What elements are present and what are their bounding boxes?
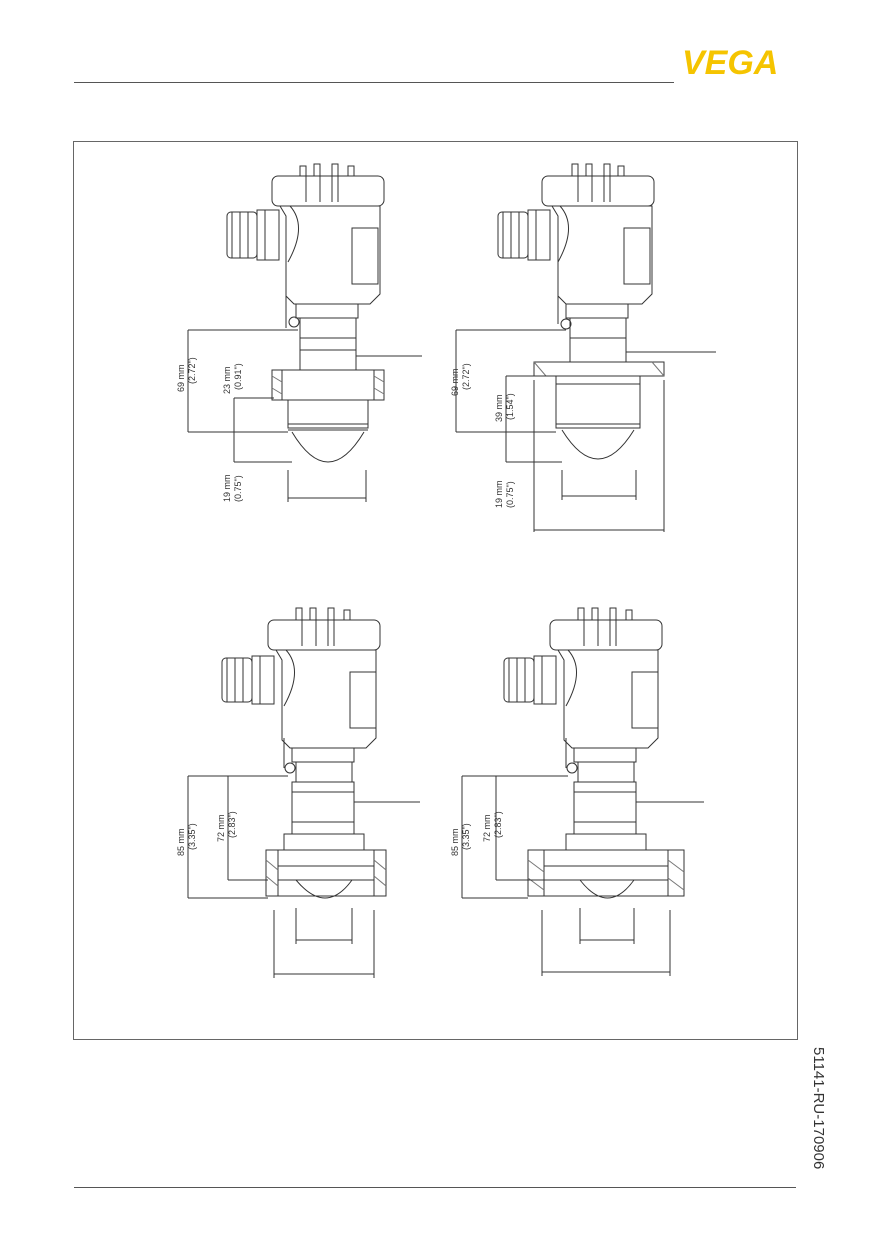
svg-text:(2.83"): (2.83") xyxy=(227,811,237,838)
svg-text:(2.72"): (2.72") xyxy=(187,357,197,384)
svg-text:72 mm: 72 mm xyxy=(482,814,492,842)
svg-text:(3.35"): (3.35") xyxy=(187,823,197,850)
svg-text:(0.91"): (0.91") xyxy=(233,363,243,390)
svg-text:69 mm: 69 mm xyxy=(450,368,460,396)
dim-labels-top-right: 69 mm (2.72") 39 mm (1.54") 19 mm (0.75"… xyxy=(450,363,515,508)
dim-labels-top-left: 69 mm (2.72") 23 mm (0.91") 19 mm (0.75"… xyxy=(176,357,243,502)
dim-labels-bottom-left: 85 mm (3.35") 72 mm (2.83") xyxy=(176,811,237,856)
header-rule xyxy=(74,82,674,83)
sensor-drawing-top-left xyxy=(187,163,422,502)
drawing-frame xyxy=(73,141,798,1040)
svg-text:72 mm: 72 mm xyxy=(216,814,226,842)
footer-rule xyxy=(74,1187,796,1188)
svg-text:(0.75"): (0.75") xyxy=(505,481,515,508)
svg-text:(3.35"): (3.35") xyxy=(461,823,471,850)
svg-text:19 mm: 19 mm xyxy=(222,474,232,502)
dim-labels-bottom-right: 85 mm (3.35") 72 mm (2.83") xyxy=(450,811,503,856)
vega-logo-text: VEGA xyxy=(682,46,778,78)
svg-text:(2.72"): (2.72") xyxy=(461,363,471,390)
svg-text:69 mm: 69 mm xyxy=(176,364,186,392)
sensor-drawing-top-right xyxy=(455,163,716,532)
svg-text:(2.83"): (2.83") xyxy=(493,811,503,838)
svg-text:(1.54"): (1.54") xyxy=(505,393,515,420)
vega-logo: VEGA xyxy=(682,46,778,78)
document-id: 51141-RU-170906 xyxy=(810,1047,827,1169)
svg-text:19 mm: 19 mm xyxy=(494,480,504,508)
svg-text:23 mm: 23 mm xyxy=(222,366,232,394)
sensor-drawing-bottom-left xyxy=(187,607,420,978)
svg-text:85 mm: 85 mm xyxy=(450,828,460,856)
svg-text:85 mm: 85 mm xyxy=(176,828,186,856)
document-id-text: 51141-RU-170906 xyxy=(810,1047,827,1169)
sensor-drawing-bottom-right xyxy=(461,607,704,976)
svg-text:39 mm: 39 mm xyxy=(494,394,504,422)
svg-text:(0.75"): (0.75") xyxy=(233,475,243,502)
